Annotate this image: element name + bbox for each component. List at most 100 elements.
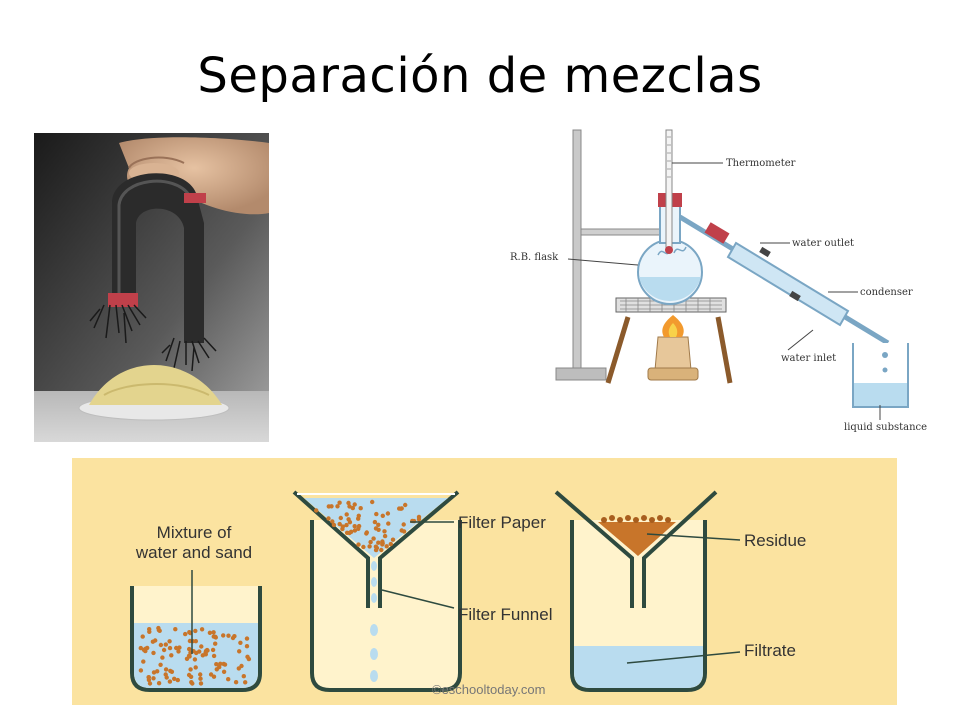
sand-particle bbox=[326, 504, 331, 509]
sand-particle bbox=[335, 504, 340, 509]
sand-particle bbox=[151, 650, 156, 656]
sand-particle bbox=[207, 630, 213, 635]
sand-particle bbox=[241, 674, 246, 679]
sand-particle bbox=[210, 647, 216, 653]
sand-particle bbox=[156, 625, 161, 631]
sand-particle bbox=[167, 645, 173, 651]
sand-particle bbox=[364, 531, 369, 536]
filter-funnel-label: Filter Funnel bbox=[458, 605, 552, 624]
sand-particle bbox=[153, 638, 158, 643]
sand-particle bbox=[141, 659, 146, 664]
sand-particle bbox=[194, 650, 199, 656]
sand-particle bbox=[367, 544, 372, 549]
sand-particle bbox=[350, 505, 355, 511]
flask-label: R.B. flask bbox=[510, 252, 559, 263]
sand-particle bbox=[361, 544, 366, 550]
sand-particle bbox=[370, 499, 375, 505]
sand-particle bbox=[198, 676, 203, 681]
sand-particle bbox=[344, 522, 349, 528]
sand-particle bbox=[243, 680, 248, 685]
mixture-beaker bbox=[130, 586, 262, 692]
sand-particle bbox=[390, 537, 396, 542]
residue-label: Residue bbox=[744, 531, 806, 550]
sand-particle bbox=[147, 629, 152, 634]
sand-particle bbox=[226, 677, 231, 682]
sand-particle bbox=[214, 662, 219, 667]
sand-particle bbox=[403, 502, 408, 508]
filtrate-beaker bbox=[554, 490, 718, 692]
sand-particle bbox=[211, 630, 216, 635]
sand-particle bbox=[183, 631, 188, 637]
sand-particle bbox=[156, 681, 162, 686]
magnet-photo bbox=[34, 133, 269, 442]
sand-particle bbox=[237, 649, 242, 654]
sand-particle bbox=[188, 674, 194, 679]
sand-particle bbox=[138, 668, 144, 673]
sand-particle bbox=[244, 644, 250, 649]
sand-particle bbox=[352, 528, 358, 533]
sand-particle bbox=[314, 508, 319, 513]
sand-particle bbox=[330, 519, 335, 524]
receiving-beaker bbox=[852, 343, 909, 408]
sand-particle bbox=[344, 512, 349, 517]
filtrate-label: Filtrate bbox=[744, 641, 796, 660]
sand-particle bbox=[331, 522, 337, 528]
sand-particle bbox=[198, 672, 203, 677]
sand-particle bbox=[199, 627, 205, 632]
sand-particle bbox=[177, 645, 182, 650]
sand-particle bbox=[187, 630, 192, 635]
filter-paper-label: Filter Paper bbox=[458, 513, 546, 532]
sand-particle bbox=[233, 680, 239, 685]
water-outlet-label: water outlet bbox=[792, 238, 854, 249]
sand-particle bbox=[163, 667, 169, 672]
condenser-label: condenser bbox=[860, 287, 913, 298]
sand-particle bbox=[190, 681, 195, 686]
sand-particle bbox=[140, 634, 145, 639]
sand-particle bbox=[368, 539, 373, 545]
sand-particle bbox=[347, 504, 352, 509]
sand-particle bbox=[141, 647, 147, 652]
sand-particle bbox=[204, 647, 210, 653]
mixture-label-line2: water and sand bbox=[135, 543, 252, 562]
sand-particle bbox=[172, 676, 177, 681]
plate-with-powder bbox=[78, 365, 230, 421]
sand-particle bbox=[346, 500, 351, 506]
credit-text: ©eschooltoday.com bbox=[432, 682, 545, 697]
sand-particle bbox=[147, 681, 153, 686]
sand-particle bbox=[151, 676, 156, 681]
sand-particle bbox=[158, 662, 163, 667]
sand-particle bbox=[213, 635, 218, 640]
sand-particle bbox=[346, 517, 351, 522]
sand-particle bbox=[358, 506, 363, 511]
sand-particle bbox=[168, 668, 173, 674]
sand-particle bbox=[349, 529, 354, 534]
sand-particle bbox=[326, 516, 331, 521]
sand-particle bbox=[380, 513, 385, 518]
sand-particle bbox=[163, 642, 168, 647]
sand-particle bbox=[397, 506, 402, 511]
funnel-beaker bbox=[292, 490, 462, 692]
sand-particle bbox=[199, 644, 204, 649]
sand-particle bbox=[344, 530, 350, 535]
sand-particle bbox=[356, 542, 361, 547]
sand-particle bbox=[163, 672, 168, 677]
retort-stand bbox=[555, 129, 662, 381]
sand-particle bbox=[161, 647, 167, 653]
sand-particle bbox=[388, 541, 393, 547]
sand-particle bbox=[371, 536, 376, 541]
sand-particle bbox=[167, 639, 172, 644]
sand-particle bbox=[173, 627, 178, 632]
sand-particle bbox=[193, 628, 198, 634]
sand-particle bbox=[376, 540, 381, 545]
sand-particle bbox=[245, 654, 250, 659]
sand-particle bbox=[146, 675, 151, 680]
sand-particle bbox=[340, 524, 345, 529]
thermometer-label: Thermometer bbox=[726, 158, 796, 169]
page-title: Separación de mezclas bbox=[197, 48, 763, 104]
sand-particle bbox=[193, 665, 198, 670]
sand-particle bbox=[221, 669, 227, 674]
sand-particle bbox=[382, 533, 388, 539]
sand-particle bbox=[176, 649, 181, 654]
sand-particle bbox=[174, 645, 179, 651]
horseshoe-magnet bbox=[108, 173, 206, 343]
